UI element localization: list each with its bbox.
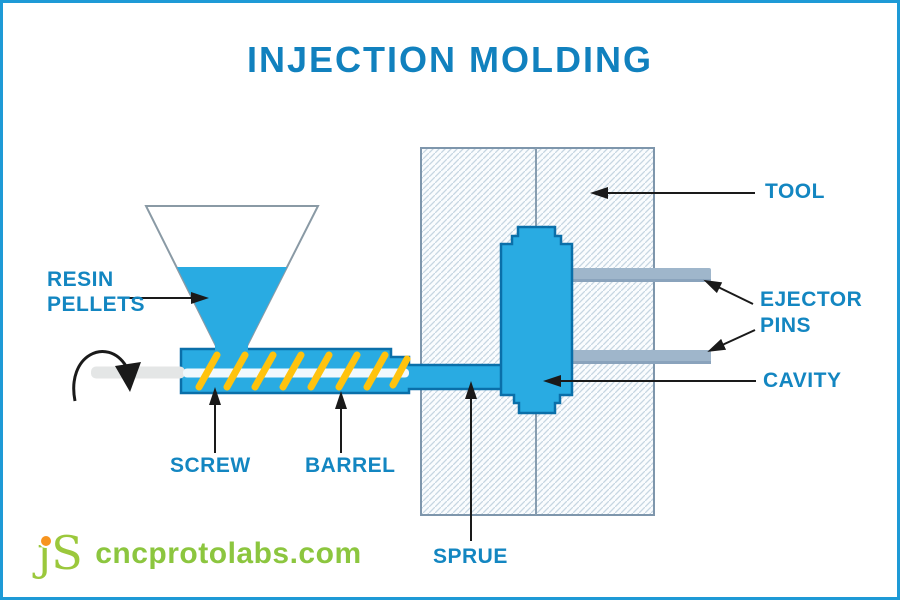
arrow-ejector-top <box>703 279 754 305</box>
resin-fill <box>177 267 287 355</box>
arrow-ejector-bottom <box>707 329 756 352</box>
label-cavity: CAVITY <box>763 369 842 392</box>
label-tool: TOOL <box>765 180 825 203</box>
label-ejector-line1: EJECTOR <box>760 288 863 311</box>
label-screw: SCREW <box>170 454 251 477</box>
screw-flights <box>195 351 411 391</box>
rotation-arrow <box>72 350 141 402</box>
label-sprue: SPRUE <box>433 545 508 568</box>
label-resin-line1: RESIN <box>47 268 114 291</box>
label-resin-pellets: RESIN PELLETS <box>47 267 145 317</box>
diagram-artwork <box>72 147 756 541</box>
ejector-pin-top <box>569 268 711 282</box>
page-title: INJECTION MOLDING <box>246 39 653 80</box>
label-ejector-pins: EJECTOR PINS <box>760 287 862 339</box>
label-barrel: BARREL <box>305 454 396 477</box>
label-resin-line2: PELLETS <box>47 293 146 316</box>
logo-site-text: cncprotolabs.com <box>95 537 362 570</box>
callout-arrows <box>129 187 756 541</box>
hopper <box>144 205 320 355</box>
logo-mark: jS <box>37 526 83 580</box>
label-ejector-line2: PINS <box>760 314 812 337</box>
screw-shaft <box>91 366 409 379</box>
site-logo: jS cncprotolabs.com <box>37 530 362 576</box>
cavity-shape <box>499 225 574 415</box>
ejector-pin-bottom <box>569 350 711 364</box>
